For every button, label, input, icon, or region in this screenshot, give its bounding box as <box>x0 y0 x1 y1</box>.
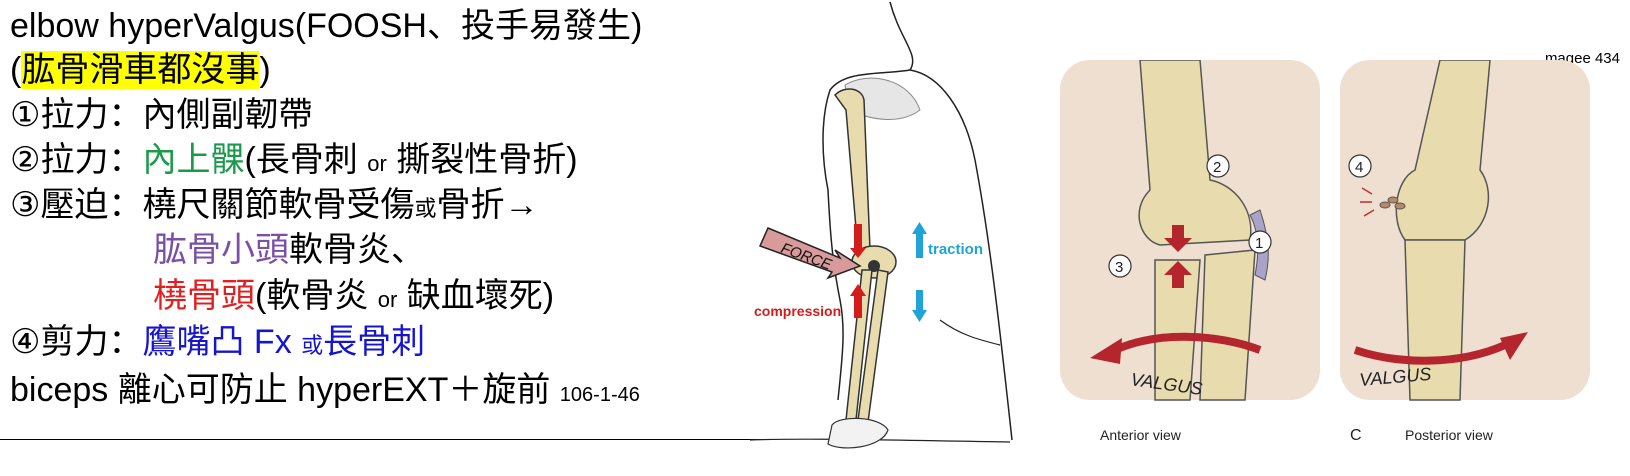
panel-c-caption: Posterior view <box>1405 427 1494 443</box>
marker-3: 3 <box>1115 259 1123 276</box>
biceps-note: biceps 離心可防止 hyperEXT＋旋前 <box>10 371 560 409</box>
note-item-1: ①拉力：內側副韌帶 <box>10 96 313 134</box>
medial-epicondyle-text: 內上髁 <box>142 141 245 179</box>
note-item-4-prefix: ④剪力： <box>10 323 143 361</box>
or-text: or <box>377 287 398 312</box>
radial-head-text: 橈骨頭 <box>153 277 255 315</box>
panel-b-letter: B <box>1060 427 1061 444</box>
bone-spur-text: 長骨刺 <box>323 323 426 361</box>
or-text: or <box>367 151 387 176</box>
exam-reference: 106-1-46 <box>559 384 640 406</box>
traction-arrows <box>912 222 927 322</box>
valgus-views-figure: VALGUS 2 1 3 B Anterior view VALGUS 4 C … <box>1060 60 1590 444</box>
note-line-3: ①拉力：內側副韌帶 <box>10 93 312 137</box>
marker-4: 4 <box>1355 159 1363 176</box>
note-item-3-sub1: 軟骨炎、 <box>289 231 425 269</box>
note-item-3-end: 骨折→ <box>436 186 539 224</box>
traction-label: traction <box>928 241 983 258</box>
olecranon-text: 鷹嘴凸 Fx <box>142 323 302 361</box>
force-arrow <box>758 227 862 280</box>
highlighted-text: 肱骨滑車都沒事 <box>21 51 260 89</box>
note-line-5: ③壓迫：橈尺關節軟骨受傷或骨折→ <box>10 183 539 231</box>
note-line-2: (肱骨滑車都沒事) <box>10 48 271 92</box>
divider-line <box>0 439 775 440</box>
compression-label: compression <box>754 303 841 319</box>
note-item-3-prefix: ③壓迫：橈尺關節軟骨受傷 <box>10 186 415 224</box>
note-line-6: 肱骨小頭軟骨炎、 <box>153 228 425 272</box>
note-item-3-sub2-end: 缺血壞死) <box>397 277 555 315</box>
note-line-4: ②拉力：內上髁(長骨刺 or 撕裂性骨折) <box>10 138 578 186</box>
capitulum-text: 肱骨小頭 <box>153 231 289 269</box>
note-line-7: 橈骨頭(軟骨炎 or 缺血壞死) <box>153 274 554 322</box>
arm-force-figure: FORCE traction compression <box>750 1 1013 449</box>
note-item-2-mid: (長骨刺 <box>244 141 368 179</box>
olecranon-spurs <box>1360 187 1406 217</box>
note-item-3-sub2-mid: (軟骨炎 <box>255 277 378 315</box>
or-text-zh: 或 <box>414 196 437 221</box>
paren-open: ( <box>10 51 22 89</box>
panel-b-caption: Anterior view <box>1100 427 1182 443</box>
note-line-9: biceps 離心可防止 hyperEXT＋旋前 106-1-46 <box>10 368 640 417</box>
note-item-2-prefix: ②拉力： <box>10 141 143 179</box>
note-item-2-end: 撕裂性骨折) <box>386 141 578 179</box>
paren-close: ) <box>259 51 271 89</box>
marker-2: 2 <box>1213 159 1221 176</box>
compression-arrows <box>850 224 866 318</box>
panel-c-letter: C <box>1350 427 1362 444</box>
note-line-8: ④剪力：鷹嘴凸 Fx 或長骨刺 <box>10 320 425 368</box>
note-line-1: elbow hyperValgus(FOOSH、投手易發生) <box>10 4 642 48</box>
or-text-zh: 或 <box>301 333 324 358</box>
note-title: elbow hyperValgus(FOOSH、投手易發生) <box>10 7 643 45</box>
marker-1: 1 <box>1255 235 1263 252</box>
